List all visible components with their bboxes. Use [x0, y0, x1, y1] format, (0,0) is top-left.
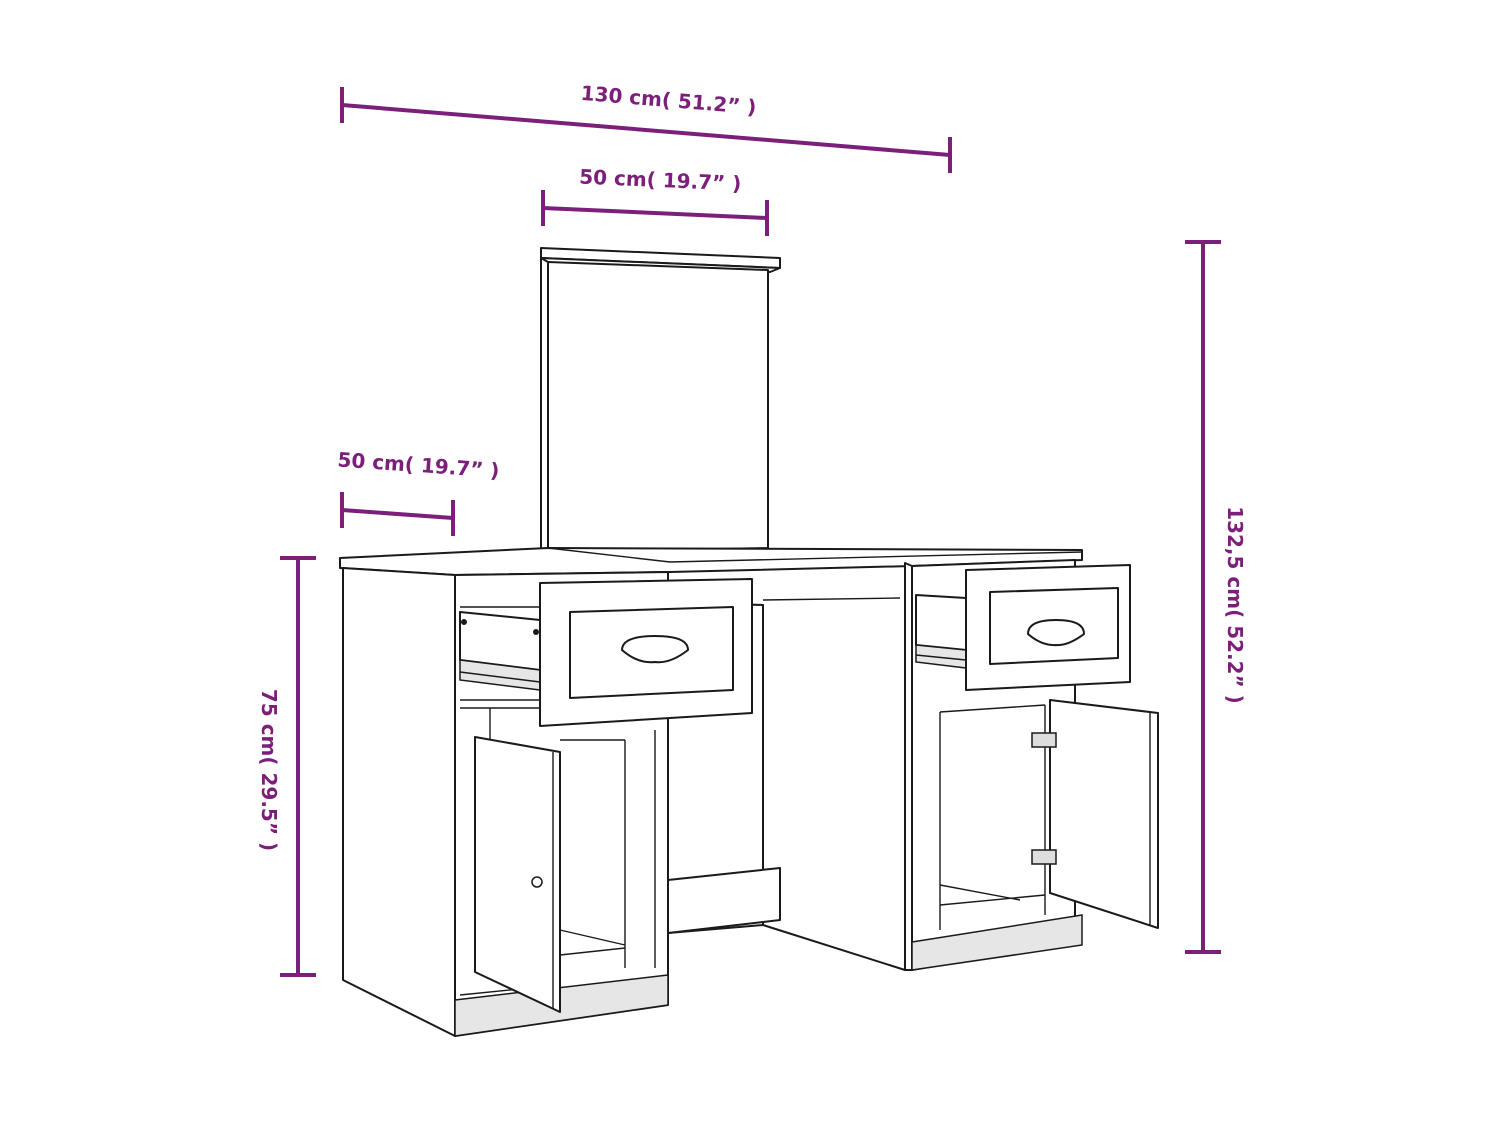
depth-label: 50 cm( 19.7” )	[337, 447, 500, 482]
table-height-label: 75 cm( 29.5” )	[257, 689, 281, 851]
mirror	[540, 247, 781, 553]
dimension-depth: 50 cm( 19.7” )	[337, 447, 500, 536]
right-drawer	[915, 564, 1131, 691]
total-height-label: 132,5 cm( 52.2” )	[1223, 506, 1247, 704]
dimension-table-height: 75 cm( 29.5” )	[257, 556, 316, 977]
left-door	[474, 736, 561, 1013]
left-drawer	[459, 578, 753, 727]
right-door	[1031, 699, 1159, 929]
vanity-table-drawing	[339, 247, 1159, 1037]
total-width-label: 130 cm( 51.2” )	[580, 81, 757, 119]
dimension-total-width: 130 cm( 51.2” )	[340, 81, 952, 173]
dimension-total-height: 132,5 cm( 52.2” )	[1185, 240, 1247, 954]
dimension-mirror-width: 50 cm( 19.7” )	[541, 164, 769, 236]
mirror-width-label: 50 cm( 19.7” )	[579, 164, 742, 195]
